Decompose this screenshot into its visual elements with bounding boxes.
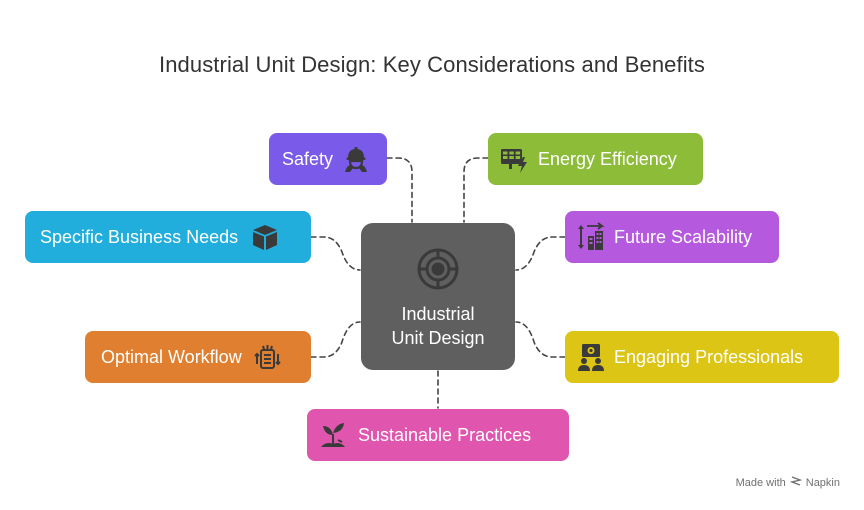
node-optimal-workflow-label: Optimal Workflow bbox=[101, 346, 242, 367]
center-node-line1: Industrial bbox=[401, 304, 475, 324]
connector-business bbox=[310, 236, 361, 271]
team-presentation-icon bbox=[576, 342, 606, 372]
node-specific-business-needs: Specific Business Needs bbox=[25, 211, 311, 263]
made-with-text: Made with bbox=[735, 476, 786, 489]
connector-safety bbox=[386, 157, 413, 223]
connector-professionals bbox=[515, 321, 566, 358]
node-future-scalability: Future Scalability bbox=[565, 211, 779, 263]
industrial-gear-icon bbox=[415, 246, 461, 292]
connector-workflow bbox=[310, 321, 361, 358]
connector-scalability bbox=[515, 236, 566, 271]
node-safety: Safety bbox=[269, 133, 387, 185]
plant-sprout-icon bbox=[318, 420, 348, 450]
hard-hat-worker-icon bbox=[341, 144, 371, 174]
node-energy-efficiency-label: Energy Efficiency bbox=[538, 148, 677, 169]
node-specific-business-needs-label: Specific Business Needs bbox=[40, 226, 239, 247]
node-optimal-workflow: Optimal Workflow bbox=[85, 331, 311, 383]
node-sustainable-practices: Sustainable Practices bbox=[307, 409, 569, 461]
center-node-line2: Unit Design bbox=[391, 328, 485, 348]
connector-energy bbox=[463, 157, 489, 223]
node-engaging-professionals: Engaging Professionals bbox=[565, 331, 839, 383]
node-engaging-professionals-label: Engaging Professionals bbox=[614, 346, 804, 367]
box-icon bbox=[250, 222, 280, 252]
center-node-industrial-unit-design: Industrial Unit Design bbox=[361, 223, 515, 370]
napkin-watermark: Made with Napkin bbox=[736, 475, 840, 490]
node-future-scalability-label: Future Scalability bbox=[614, 226, 753, 247]
workflow-process-icon bbox=[252, 342, 282, 372]
napkin-brand-text: Napkin bbox=[805, 476, 840, 489]
node-safety-label: Safety bbox=[282, 148, 334, 169]
diagram-title: Industrial Unit Design: Key Consideratio… bbox=[158, 52, 705, 77]
napkin-logo-icon bbox=[789, 475, 803, 490]
node-sustainable-practices-label: Sustainable Practices bbox=[358, 424, 532, 445]
node-energy-efficiency: Energy Efficiency bbox=[488, 133, 703, 185]
building-growth-icon bbox=[576, 222, 606, 252]
solar-panel-bolt-icon bbox=[499, 144, 529, 174]
